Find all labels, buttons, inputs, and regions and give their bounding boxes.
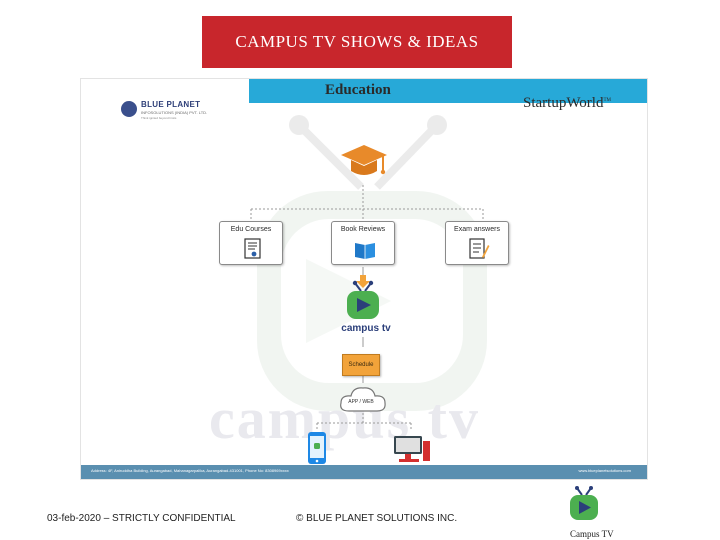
campus-tv-logo (347, 280, 379, 319)
app-web-label: APP / WEB (348, 399, 374, 405)
campus-tv-corner-label: Campus TV (570, 529, 614, 539)
globe-icon (121, 101, 137, 117)
schedule-box: Schedule (342, 354, 380, 376)
card-book-reviews: Book Reviews (331, 221, 395, 265)
education-title: Education (325, 82, 391, 98)
desktop-computer-icon (394, 436, 430, 462)
startupworld-name: StartupWorld (523, 95, 604, 111)
title-banner: CAMPUS TV SHOWS & IDEAS (202, 16, 512, 68)
education-infographic: campus tv Education BLUE PLANET INFOSOLU… (80, 78, 648, 480)
education-banner (249, 79, 647, 103)
startupworld-logo: StartupWorldTM (523, 95, 611, 112)
startupworld-tm: TM (603, 98, 611, 103)
card-label: Edu Courses (230, 226, 272, 233)
certificate-icon (244, 238, 261, 259)
blue-planet-tagline: Think ignited beyond limits (141, 116, 177, 120)
slide-title: CAMPUS TV SHOWS & IDEAS (235, 32, 479, 51)
exam-paper-icon (469, 238, 490, 259)
graduation-cap-icon (341, 145, 387, 175)
footer-website: www.blueplanetsolutions.com (578, 468, 631, 473)
down-arrow-icon (356, 275, 370, 288)
campus-tv-label: campus tv (341, 323, 391, 334)
card-label: Book Reviews (340, 226, 386, 233)
campus-tv-corner-logo (570, 486, 598, 520)
footer-address: Address: 4F, Aniruddha Building, Auranga… (91, 468, 289, 473)
card-exam-answers: Exam answers (445, 221, 509, 265)
footer-copyright: © BLUE PLANET SOLUTIONS INC. (296, 513, 458, 524)
blue-planet-name: BLUE PLANET (141, 100, 201, 109)
blue-planet-logo: BLUE PLANET INFOSOLUTIONS (INDIA) PVT. L… (121, 97, 215, 125)
card-edu-courses: Edu Courses (219, 221, 283, 265)
blue-planet-subtitle: INFOSOLUTIONS (INDIA) PVT. LTD. (141, 110, 208, 115)
card-label: Exam answers (454, 226, 500, 233)
footer-date: 03-feb-2020 – STRICTLY CONFIDENTIAL (47, 513, 236, 524)
flow-connectors (250, 185, 484, 431)
open-book-icon (355, 243, 375, 259)
cloud-icon (340, 387, 386, 412)
infographic-footer: Address: 4F, Aniruddha Building, Auranga… (81, 465, 647, 479)
mobile-phone-icon (308, 432, 326, 464)
